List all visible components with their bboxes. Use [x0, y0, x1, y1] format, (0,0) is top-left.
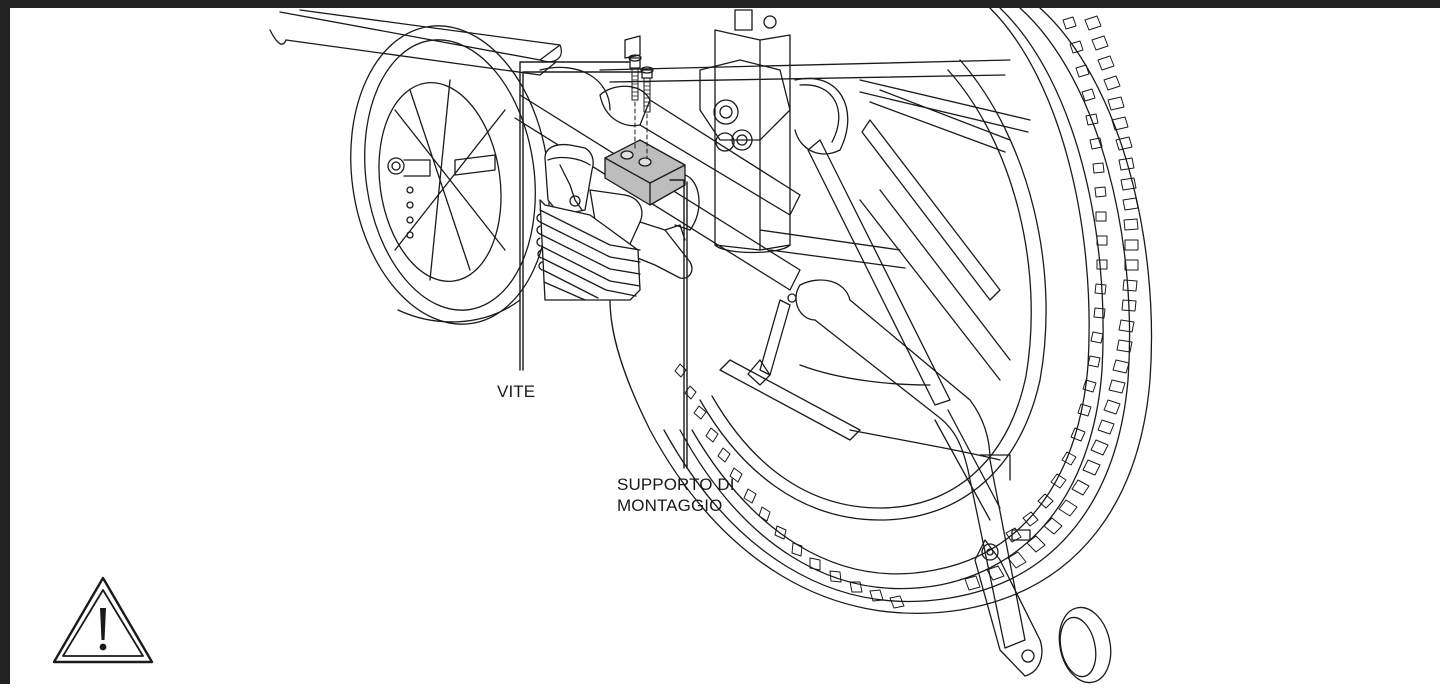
- wheel-spokes: [719, 89, 1011, 521]
- label-mounting-bracket: SUPPORTO DI MONTAGGIO: [617, 474, 735, 516]
- label-mounting-bracket-line2: MONTAGGIO: [617, 496, 723, 515]
- screws: [628, 54, 654, 159]
- upper-frame: [269, 9, 1031, 133]
- label-mounting-bracket-line1: SUPPORTO DI: [617, 475, 735, 494]
- leader-vite-1: [519, 61, 631, 371]
- leader-lines: [519, 61, 688, 469]
- mounting-bracket: [604, 139, 700, 231]
- label-screw: VITE: [497, 382, 536, 401]
- anti-tip-caster: [974, 539, 1112, 684]
- tyre-tread: [674, 15, 1139, 609]
- axle-assembly: [624, 9, 849, 254]
- clamp-fins: [536, 199, 641, 301]
- leader-vite-2: [522, 71, 643, 371]
- leader-bracket: [669, 179, 685, 469]
- rear-large-wheel: [609, 8, 1153, 614]
- side-frame-tube: [514, 66, 1031, 649]
- quick-release-clamp: [536, 143, 693, 301]
- warning-icon: [52, 576, 154, 664]
